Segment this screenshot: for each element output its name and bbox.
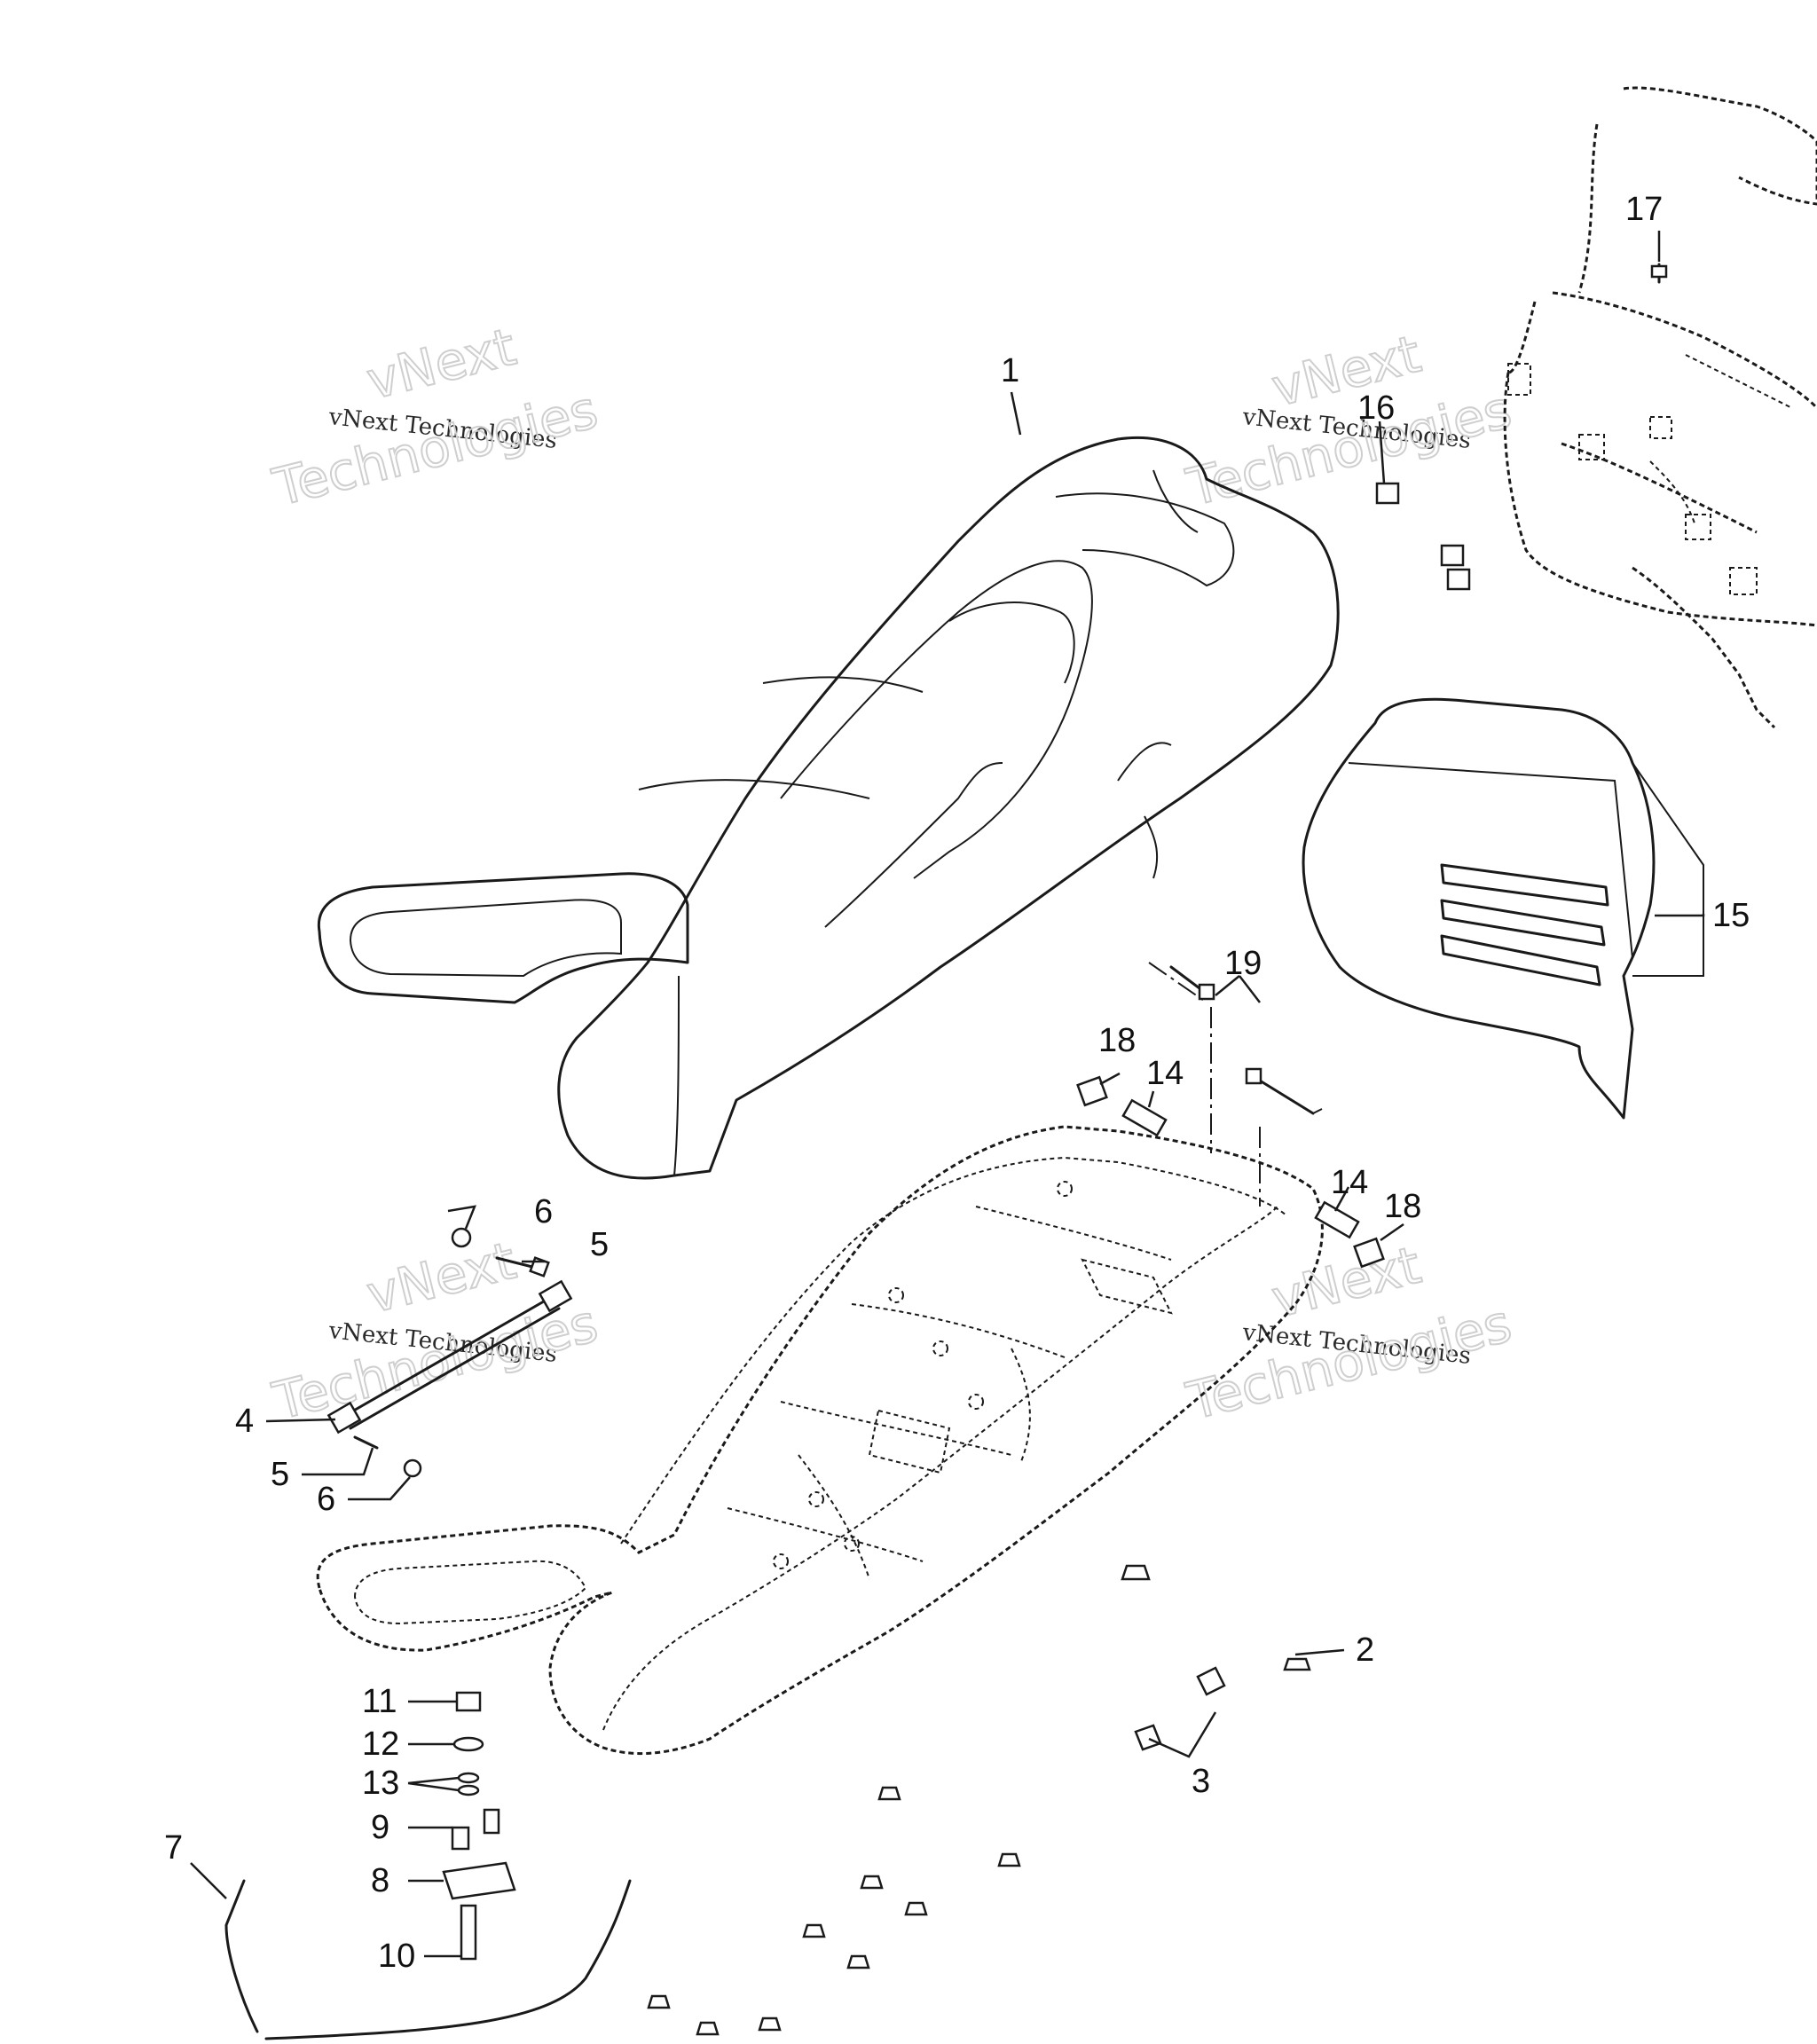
nut-18b — [1353, 1237, 1385, 1269]
watermark-top-right: vNext vNext Technologies Technologies — [1180, 323, 1518, 519]
callout-5-lower: 5 — [271, 1456, 289, 1493]
nut-3 — [1196, 1666, 1226, 1696]
watermark-line1: vNext — [1266, 1235, 1427, 1330]
seat-base-part — [316, 1125, 1324, 1756]
seat-cushion-part — [317, 436, 1340, 1180]
callout-13: 13 — [362, 1765, 399, 1802]
callout-2: 2 — [1356, 1631, 1374, 1669]
release-cable-7 — [224, 1879, 259, 2033]
nut-16 — [1375, 482, 1400, 505]
callout-5-upper: 5 — [590, 1226, 609, 1263]
stud-5-lower — [353, 1435, 379, 1450]
callout-14-upper: 14 — [1146, 1055, 1184, 1092]
callout-17: 17 — [1625, 191, 1663, 228]
watermark-line3: Technologies — [267, 379, 603, 517]
callout-9: 9 — [371, 1809, 389, 1846]
callout-6-upper: 6 — [534, 1193, 553, 1230]
spacer-14b — [1314, 1200, 1360, 1239]
callout-16: 16 — [1357, 389, 1395, 427]
nut-3 — [1134, 1724, 1162, 1751]
washer-12 — [452, 1736, 484, 1752]
nut-6-upper — [451, 1227, 472, 1248]
callout-6-lower: 6 — [317, 1481, 335, 1518]
callout-10: 10 — [378, 1938, 415, 1975]
callout-3: 3 — [1192, 1763, 1210, 1800]
latch-bracket-8 — [442, 1861, 516, 1900]
leader-lines — [190, 231, 1705, 1958]
washer-13a — [457, 1772, 480, 1784]
watermark-line3: Technologies — [1181, 1293, 1517, 1431]
callout-12: 12 — [362, 1726, 399, 1763]
bolt-19b — [1254, 1076, 1315, 1115]
bumper-2 — [1283, 1657, 1311, 1671]
bumpers-and-nuts — [647, 1564, 1311, 2036]
nut-11 — [455, 1691, 482, 1712]
nut-18a — [1076, 1075, 1108, 1107]
callout-18-lower: 18 — [1384, 1188, 1421, 1225]
watermark-line1: vNext — [361, 317, 522, 412]
pin-10 — [460, 1904, 477, 1961]
support-rod-assembly — [326, 1227, 573, 1478]
screw-9 — [451, 1826, 470, 1851]
watermark-bottom-left: vNext vNext Technologies Technologies — [266, 1230, 604, 1433]
callout-8: 8 — [371, 1862, 389, 1899]
backrest-part — [1302, 697, 1704, 1120]
watermark-top-left: vNext vNext Technologies Technologies — [266, 316, 604, 519]
callout-numbers: 1 2 3 4 5 5 6 6 7 8 9 10 11 12 13 14 14 … — [164, 191, 1750, 1975]
hinge-hardware — [1076, 263, 1668, 1269]
washer-13b — [457, 1784, 480, 1796]
latch-hardware-stack — [224, 1691, 632, 2040]
rear-panel-part — [1503, 86, 1817, 729]
nut-6-lower — [403, 1458, 422, 1478]
spacer-14a — [1121, 1098, 1168, 1137]
callout-14-lower: 14 — [1331, 1164, 1368, 1201]
rod-end-4 — [326, 1401, 362, 1435]
bumper — [1121, 1564, 1151, 1581]
callout-11: 11 — [362, 1683, 397, 1720]
callout-19: 19 — [1224, 945, 1262, 982]
stud-5-upper — [495, 1256, 534, 1269]
callout-1: 1 — [1001, 352, 1019, 389]
callout-4: 4 — [235, 1403, 254, 1440]
callout-7: 7 — [164, 1829, 183, 1867]
watermark-bottom-right: vNext vNext Technologies Technologies — [1180, 1234, 1518, 1433]
callout-18-upper: 18 — [1098, 1022, 1136, 1059]
support-rod — [344, 1293, 556, 1417]
callout-15: 15 — [1712, 897, 1750, 934]
watermark-line1: vNext — [361, 1230, 522, 1325]
